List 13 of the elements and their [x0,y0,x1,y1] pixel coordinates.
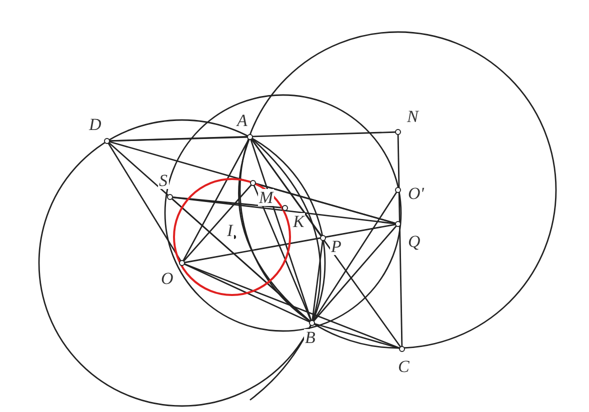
point-label: C [397,358,410,375]
point-label: D [88,116,102,133]
point-label: M [258,189,274,206]
point-label: Q [407,233,422,250]
point-label: P [330,238,342,255]
point-label: K [292,213,306,230]
point-label: N [406,108,420,125]
point-label: A [236,112,248,129]
point-label: S [158,172,168,189]
point-label: I [226,222,234,239]
point-label: O [160,270,174,287]
point-label: O' [407,185,425,202]
point-label: B [304,329,316,346]
